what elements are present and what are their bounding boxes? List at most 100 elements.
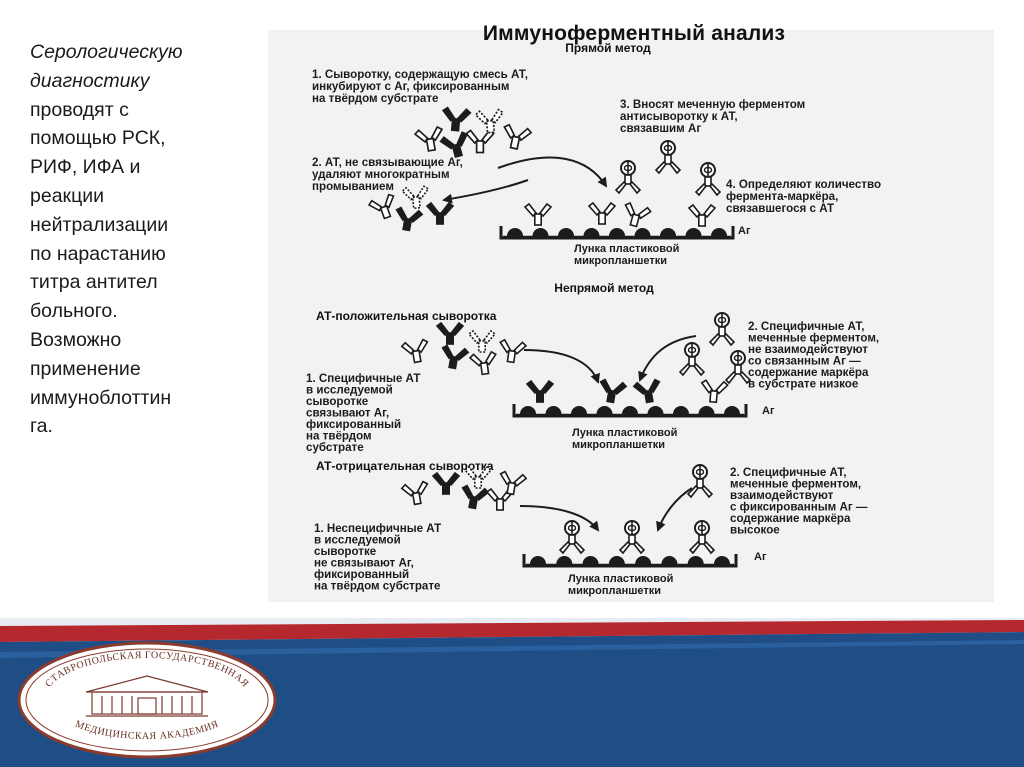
negative-step2-line: меченные ферментом, bbox=[730, 478, 861, 491]
antibody-icon bbox=[400, 480, 429, 506]
labeled-antibody-icon bbox=[688, 520, 716, 555]
antigen-icon bbox=[724, 406, 740, 414]
sidebar-line: диагностику bbox=[30, 69, 150, 92]
sidebar-line: Возможно bbox=[30, 328, 122, 351]
antibody-icon bbox=[401, 185, 430, 210]
positive-step1-line: в исследуемой bbox=[306, 384, 393, 397]
labeled-antibody-icon bbox=[686, 464, 714, 499]
negative-step2: 2. Специфичные АТ,меченные ферментом,вза… bbox=[730, 466, 868, 537]
positive-step2-line: меченные ферментом, bbox=[748, 332, 879, 345]
antigen-icon bbox=[698, 406, 715, 414]
positive-antigen-label: Аг bbox=[762, 405, 775, 417]
negative-step1-line: в исследуемой bbox=[314, 534, 401, 547]
indirect-method-title: Непрямой метод bbox=[554, 281, 654, 295]
antigen-icon bbox=[714, 556, 730, 564]
sidebar-line: РИФ, ИФА и bbox=[30, 156, 141, 179]
negative-plate-label-line: Лунка пластиковой bbox=[568, 573, 673, 585]
direct-antigen-label: Аг bbox=[738, 225, 751, 237]
sidebar-line: больного. bbox=[30, 300, 118, 323]
antigen-icon bbox=[596, 406, 613, 414]
antibody-icon bbox=[465, 129, 495, 154]
negative-plate bbox=[522, 554, 738, 568]
sidebar-line: реакции bbox=[30, 184, 105, 207]
positive-step1-line: фиксированный bbox=[306, 418, 401, 431]
antibody-icon bbox=[599, 378, 628, 404]
academy-building-icon bbox=[85, 675, 209, 717]
antibody-icon bbox=[467, 329, 497, 353]
antibody-icon bbox=[461, 484, 490, 510]
direct-step1-line: 1. Сыворотку, содержащую смесь АТ, bbox=[312, 68, 528, 81]
footer-blue-highlight bbox=[0, 640, 1024, 658]
antibody-icon bbox=[439, 131, 469, 159]
negative-step2-line: высокое bbox=[730, 524, 780, 537]
positive-serum-title: АТ-положительная сыворотка bbox=[316, 309, 497, 323]
arrow-positive-labeled bbox=[638, 335, 697, 382]
antigen-icon bbox=[660, 228, 676, 236]
positive-step2-line: не взаимодействуют bbox=[748, 343, 868, 356]
antigen-icon bbox=[673, 406, 689, 414]
direct-step4-line: фермента-маркёра, bbox=[726, 190, 838, 203]
direct-step3-line: 3. Вносят меченную ферментом bbox=[620, 98, 805, 111]
antigen-icon bbox=[545, 406, 562, 414]
negative-step2-line: содержание маркёра bbox=[730, 512, 851, 525]
antigen-icon bbox=[711, 228, 727, 236]
positive-plate bbox=[512, 404, 748, 418]
academy-logo: СТАВРОПОЛЬСКАЯ ГОСУДАРСТВЕННАЯ МЕДИЦИНСК… bbox=[17, 641, 277, 759]
sidebar-line: помощью РСК, bbox=[30, 127, 166, 150]
direct-step2: 2. АТ, не связывающие Аг,удаляют многокр… bbox=[312, 156, 463, 193]
direct-plate bbox=[499, 226, 735, 240]
sidebar-line: га. bbox=[30, 415, 53, 438]
antigen-icon bbox=[608, 556, 625, 564]
antibody-icon bbox=[431, 471, 461, 495]
antibody-icon bbox=[367, 193, 395, 220]
direct-plate-label-line: Лунка пластиковой bbox=[574, 243, 679, 255]
antigen-icon bbox=[582, 556, 599, 564]
positive-plate-label-line: микропланшетки bbox=[572, 439, 665, 451]
negative-plate-label-line: микропланшетки bbox=[568, 585, 661, 597]
direct-step2-line: удаляют многократным bbox=[312, 168, 450, 181]
negative-step1-line: сыворотке bbox=[314, 545, 377, 558]
footer-blue-band bbox=[0, 632, 1024, 767]
antigen-icon bbox=[571, 406, 587, 414]
antigen-icon bbox=[635, 556, 652, 564]
arrow-negative-serum bbox=[519, 505, 600, 532]
antibody-icon bbox=[687, 203, 717, 227]
antigen-icon bbox=[530, 556, 546, 564]
positive-step1-line: сыворотке bbox=[306, 395, 369, 408]
antibody-icon bbox=[624, 202, 652, 228]
positive-plate-label-line: Лунка пластиковой bbox=[572, 427, 677, 439]
direct-step4-line: 4. Определяют количество bbox=[726, 178, 881, 191]
antibody-icon bbox=[587, 201, 617, 225]
direct-step1: 1. Сыворотку, содержащую смесь АТ,инкуби… bbox=[312, 68, 528, 105]
antigen-icon bbox=[634, 228, 651, 236]
antigen-icon bbox=[556, 556, 573, 564]
footer-red-stripe bbox=[0, 620, 1024, 642]
direct-plate-label-line: микропланшетки bbox=[574, 255, 667, 267]
antibody-icon bbox=[425, 201, 455, 225]
labeled-antibody-icon bbox=[724, 350, 752, 385]
arrow-positive-serum bbox=[523, 349, 600, 384]
antigen-icon bbox=[647, 406, 664, 414]
positive-step2-line: в субстрате низкое bbox=[748, 378, 859, 391]
arrow-wash bbox=[442, 179, 529, 204]
antibody-icon bbox=[468, 350, 497, 376]
direct-step1-line: на твёрдом субстрате bbox=[312, 92, 439, 105]
positive-step1-line: субстрате bbox=[306, 441, 364, 454]
labeled-antibody-icon bbox=[678, 342, 706, 377]
positive-step1: 1. Специфичные АТв исследуемойсывороткес… bbox=[306, 372, 420, 454]
antibody-icon bbox=[400, 338, 429, 364]
antigen-icon bbox=[558, 228, 574, 236]
antigen-icon bbox=[661, 556, 678, 564]
labeled-antibody-icon bbox=[614, 160, 642, 195]
antibody-icon bbox=[441, 344, 470, 370]
labeled-antibody-icon bbox=[708, 312, 736, 347]
direct-step4-line: связавшегося с АТ bbox=[726, 202, 834, 215]
negative-step1-line: не связывают Аг, bbox=[314, 557, 414, 570]
direct-step3: 3. Вносят меченную ферментомантисыворотк… bbox=[620, 98, 805, 135]
direct-step2-line: промыванием bbox=[312, 180, 394, 193]
sidebar-line: нейтрализации bbox=[30, 213, 169, 236]
labeled-antibody-icon bbox=[618, 520, 646, 555]
negative-step1: 1. Неспецифичные АТв исследуемойсыворотк… bbox=[314, 522, 441, 593]
